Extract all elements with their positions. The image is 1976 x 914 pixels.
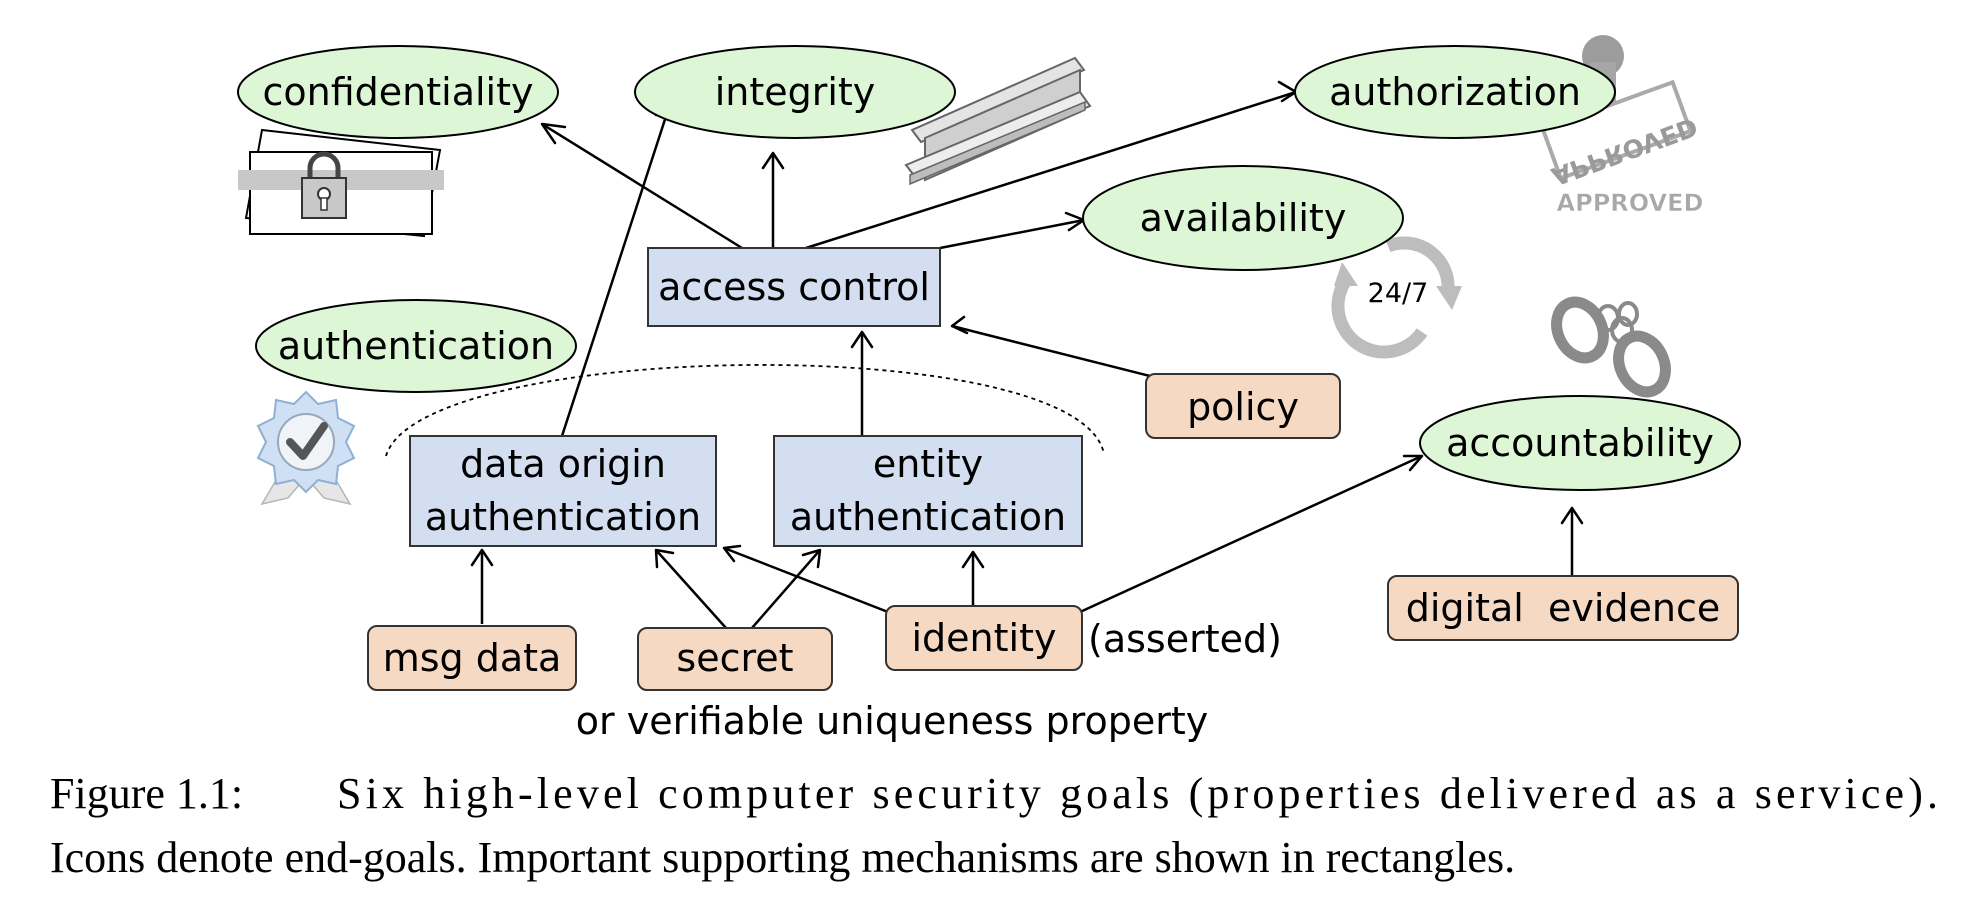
goal-availability-label: availability (1140, 196, 1347, 240)
goal-availability: availability (1082, 165, 1404, 271)
policy-label: policy (1187, 385, 1299, 429)
entity-label-line2: authentication (790, 495, 1066, 539)
goal-authorization-label: authorization (1329, 70, 1581, 114)
goal-integrity-label: integrity (715, 70, 876, 114)
input-identity: identity (885, 605, 1083, 671)
access-control-label: access control (658, 265, 930, 309)
caption-line1-text: Six high-level computer security goals (… (337, 769, 1938, 818)
handcuffs-icon (1551, 296, 1671, 398)
goal-confidentiality: confidentiality (237, 45, 559, 139)
msg-data-label: msg data (383, 636, 562, 680)
input-policy: policy (1145, 373, 1341, 439)
mechanism-access-control: access control (647, 247, 941, 327)
goal-authentication: authentication (255, 299, 577, 393)
approved-label: APPROVED (1557, 189, 1704, 217)
identity-label: identity (912, 616, 1057, 660)
goal-confidentiality-label: confidentiality (263, 70, 534, 114)
input-secret: secret (637, 627, 833, 691)
envelope-lock-icon (238, 128, 444, 238)
goal-authentication-label: authentication (278, 324, 554, 368)
entity-label-line1: entity (873, 442, 983, 486)
goal-accountability-label: accountability (1446, 421, 1714, 465)
connectors (480, 90, 1574, 629)
goal-authorization: authorization (1294, 45, 1616, 139)
mechanism-data-origin-authentication: data origin authentication (409, 435, 717, 547)
goal-accountability: accountability (1419, 395, 1741, 491)
caption-line2: Icons denote end-goals. Important suppor… (50, 833, 1515, 882)
digital-evidence-label: digital evidence (1406, 586, 1721, 630)
availability-24-7-icon: 24/7 (1331, 236, 1462, 359)
asserted-note: (asserted) (1088, 617, 1282, 661)
data-origin-label-line2: authentication (425, 495, 701, 539)
steel-beam-icon (904, 56, 1092, 186)
caption-figure-label: Figure 1.1: (50, 769, 243, 818)
input-digital-evidence: digital evidence (1387, 575, 1739, 641)
authentication-grouping-arc (385, 364, 1105, 457)
availability-badge-text: 24/7 (1368, 278, 1429, 309)
data-origin-label-line1: data origin (460, 442, 666, 486)
uniqueness-note: or verifiable uniqueness property (576, 699, 1208, 743)
mechanism-entity-authentication: entity authentication (773, 435, 1083, 547)
goal-integrity: integrity (634, 45, 956, 139)
certificate-rosette-icon (256, 390, 356, 506)
secret-label: secret (676, 636, 793, 680)
input-msg-data: msg data (367, 625, 577, 691)
